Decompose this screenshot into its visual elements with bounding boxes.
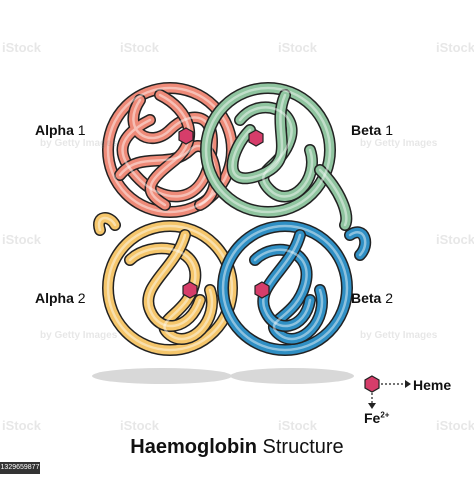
beta2-subunit bbox=[217, 220, 372, 356]
legend-heme-label: Heme bbox=[413, 377, 451, 393]
heme-beta1-icon bbox=[248, 129, 264, 147]
beta1-subunit bbox=[200, 82, 353, 231]
label-alpha2-num: 2 bbox=[77, 290, 86, 306]
label-beta2: Beta 2 bbox=[351, 290, 393, 306]
label-alpha2-name: Alpha bbox=[35, 290, 74, 306]
heme-beta2-icon bbox=[254, 281, 270, 299]
legend-arrowhead-right bbox=[405, 380, 411, 388]
legend-arrowhead-down bbox=[368, 403, 376, 409]
shadow-right bbox=[230, 368, 354, 384]
alpha2-subunit bbox=[93, 212, 238, 356]
alpha1-subunit bbox=[102, 82, 238, 218]
label-beta2-name: Beta bbox=[351, 290, 382, 306]
label-alpha1: Alpha 1 bbox=[35, 122, 86, 138]
title-bold: Haemoglobin bbox=[130, 436, 257, 458]
stock-id: 1329659877 bbox=[0, 462, 40, 474]
label-alpha1-name: Alpha bbox=[35, 122, 74, 138]
label-beta1: Beta 1 bbox=[351, 122, 393, 138]
page-title: Haemoglobin Structure bbox=[0, 436, 474, 459]
label-alpha1-num: 1 bbox=[77, 122, 86, 138]
label-beta2-num: 2 bbox=[385, 290, 394, 306]
legend-fe-label: Fe2+ bbox=[364, 410, 389, 426]
label-alpha2: Alpha 2 bbox=[35, 290, 86, 306]
shadow-left bbox=[92, 368, 232, 384]
legend-fe-charge: 2+ bbox=[380, 410, 390, 420]
label-beta1-num: 1 bbox=[385, 122, 394, 138]
label-beta1-name: Beta bbox=[351, 122, 382, 138]
legend-heme-icon bbox=[364, 375, 380, 393]
heme-alpha2-icon bbox=[182, 281, 198, 299]
title-regular: Structure bbox=[262, 436, 344, 458]
legend-fe-text: Fe bbox=[364, 410, 381, 426]
legend-heme-text: Heme bbox=[413, 377, 452, 393]
heme-alpha1-icon bbox=[178, 127, 194, 145]
